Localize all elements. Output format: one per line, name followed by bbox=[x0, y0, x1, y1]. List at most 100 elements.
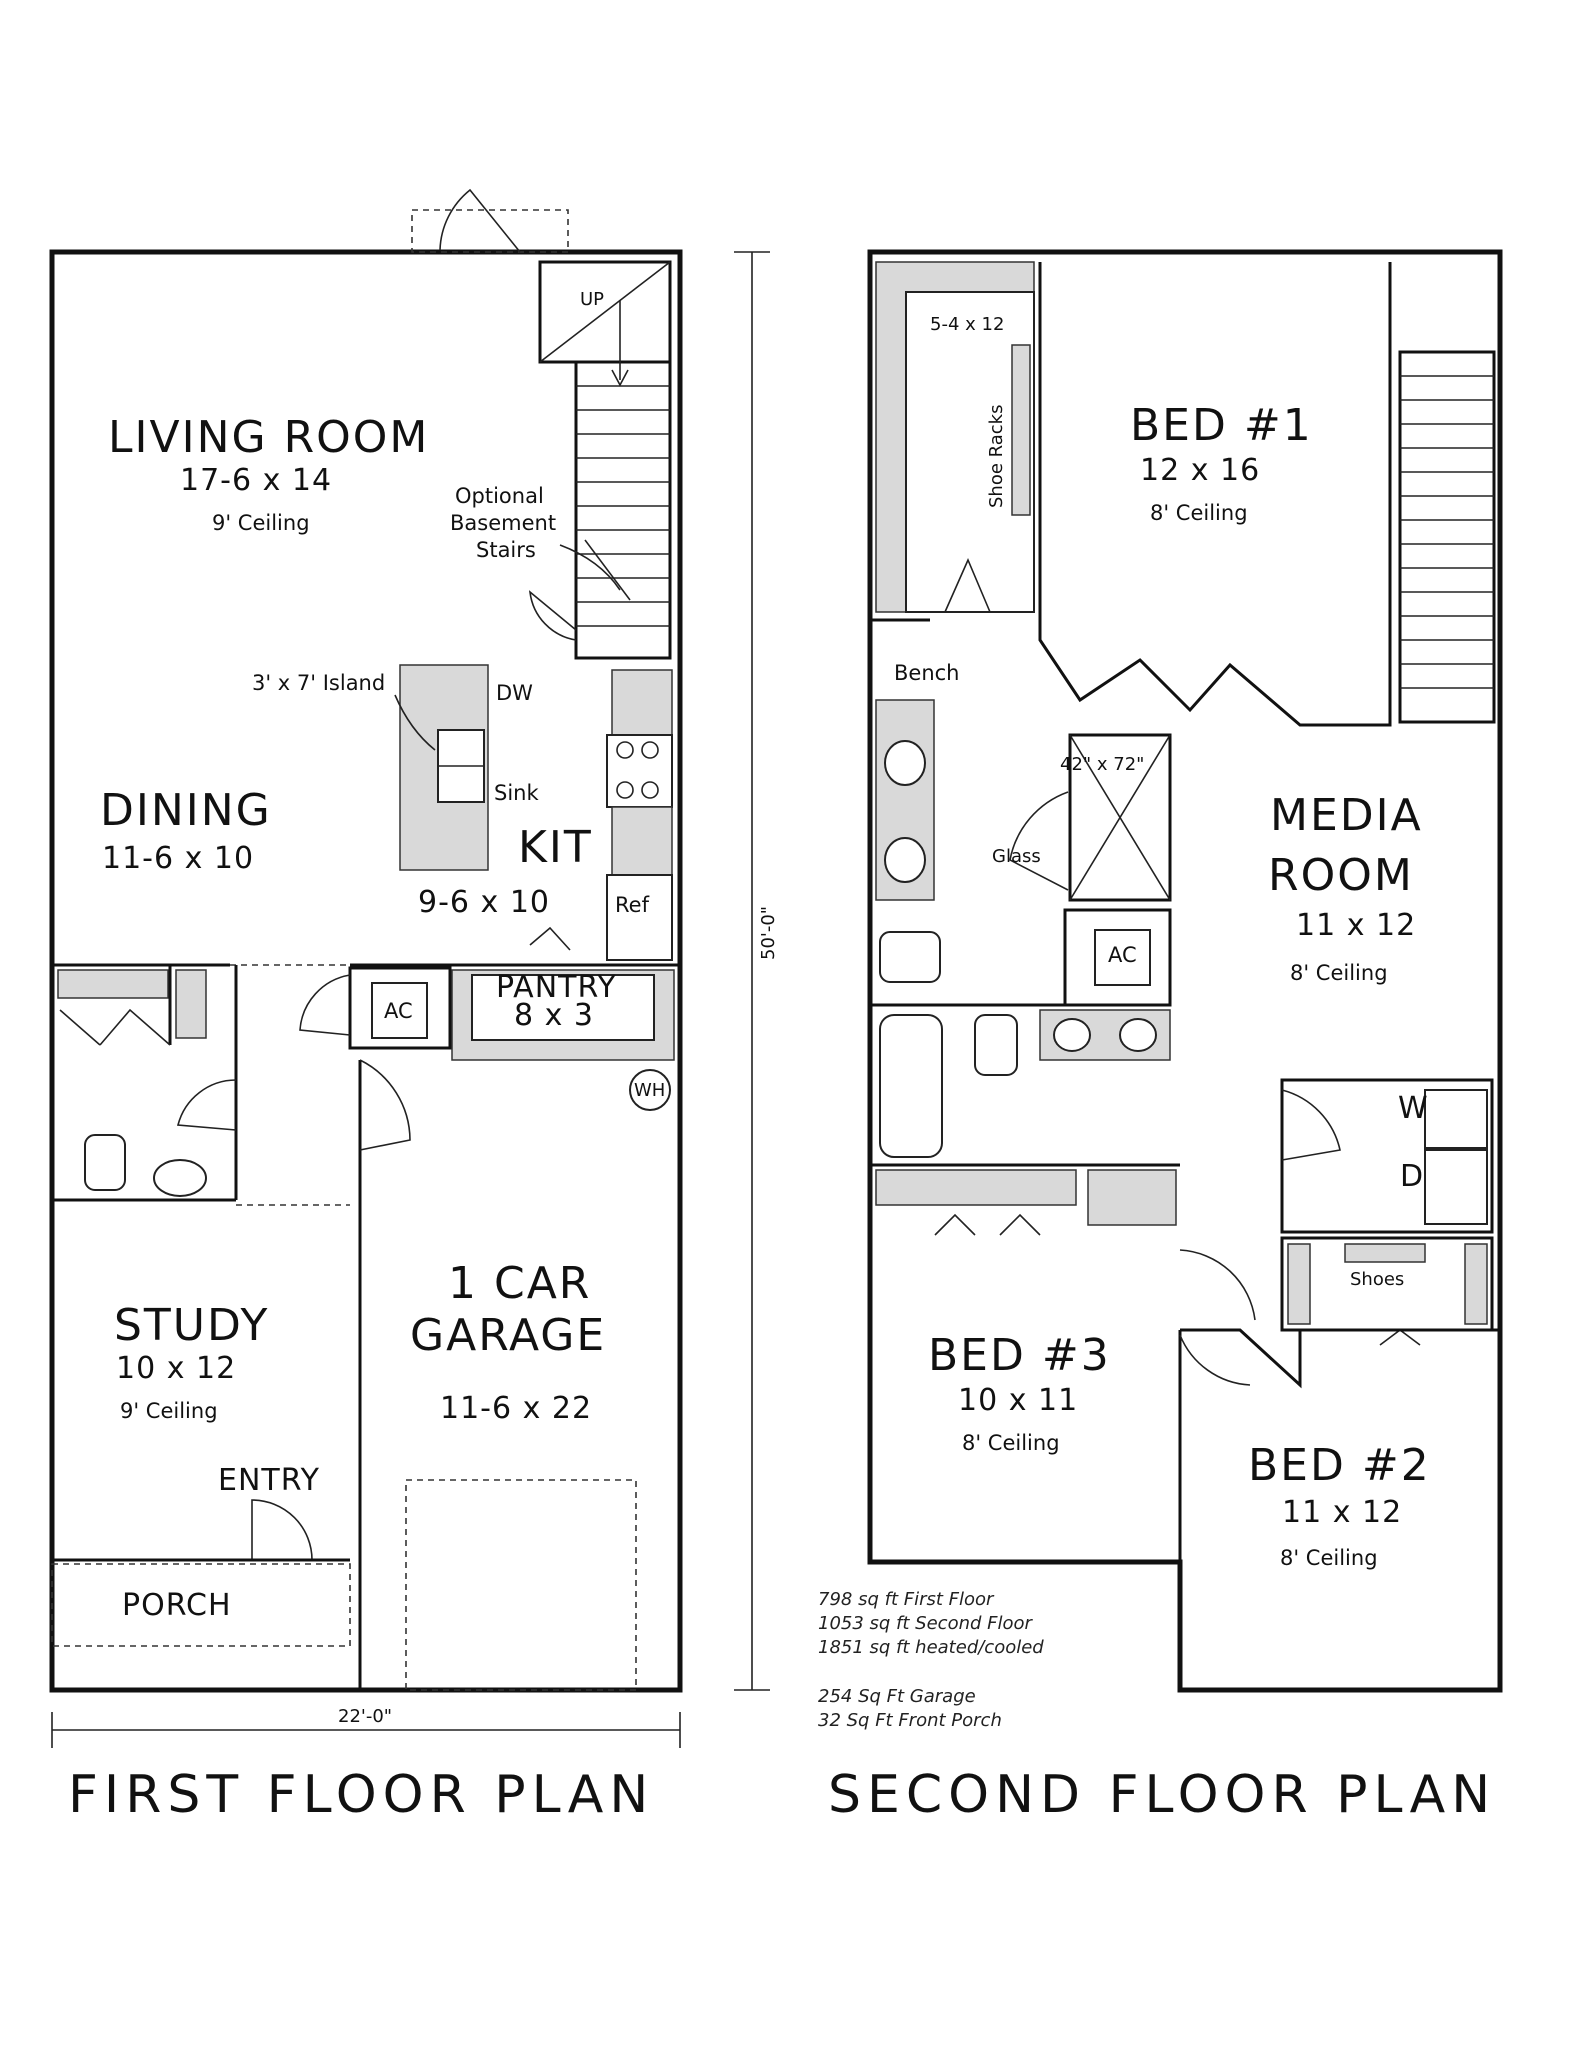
study-size: 10 x 12 bbox=[116, 1351, 236, 1386]
bed3-closet-shelf bbox=[875, 1169, 1077, 1206]
kitchen-counter-lower bbox=[611, 806, 673, 876]
ac-closet-second bbox=[1063, 908, 1172, 1007]
garage-size: 11-6 x 22 bbox=[440, 1391, 592, 1426]
media-name-line2: ROOM bbox=[1268, 850, 1414, 901]
first-floor-plan: UP Optional Basement Stairs Ref 3' x 7' … bbox=[49, 188, 779, 1825]
linen-closet bbox=[1087, 1169, 1177, 1226]
closet-shelf-center bbox=[175, 969, 207, 1039]
range bbox=[606, 734, 673, 808]
stat-second-floor: 1053 sq ft Second Floor bbox=[818, 1613, 1034, 1634]
water-heater bbox=[629, 1069, 671, 1111]
bath-sink-first bbox=[153, 1159, 207, 1197]
bed3-ceiling: 8' Ceiling bbox=[962, 1431, 1060, 1455]
ref-label: Ref bbox=[615, 893, 650, 917]
vanity-sink-2 bbox=[884, 837, 926, 883]
dining-size: 11-6 x 10 bbox=[102, 841, 254, 876]
stat-garage: 254 Sq Ft Garage bbox=[818, 1686, 976, 1707]
rear-stoop bbox=[411, 209, 569, 253]
bed1-name: BED #1 bbox=[1130, 400, 1313, 451]
garage-name-line1: 1 CAR bbox=[448, 1258, 591, 1309]
stat-first-floor: 798 sq ft First Floor bbox=[818, 1589, 995, 1610]
laundry-door-swing bbox=[1281, 1089, 1341, 1161]
ac-unit-first bbox=[371, 982, 428, 1039]
dryer-label: D bbox=[1400, 1159, 1424, 1194]
porch-label: PORCH bbox=[122, 1588, 232, 1623]
shoe-rack bbox=[1011, 344, 1031, 516]
stairs-up-label: UP bbox=[580, 289, 604, 310]
bed1-size: 12 x 16 bbox=[1140, 453, 1260, 488]
second-floor-outer-wall bbox=[867, 249, 1503, 1693]
bed1-walls bbox=[1038, 262, 1392, 727]
second-floor-title: SECOND FLOOR PLAN bbox=[828, 1765, 1496, 1825]
bed3-size: 10 x 11 bbox=[958, 1383, 1078, 1418]
closet-door-swing bbox=[59, 1008, 171, 1046]
bathtub bbox=[879, 1014, 943, 1158]
media-ceiling: 8' Ceiling bbox=[1290, 961, 1388, 985]
garage-name-line2: GARAGE bbox=[410, 1310, 606, 1361]
island-arrow bbox=[394, 694, 436, 751]
stair-run bbox=[574, 360, 672, 660]
ac-door-swing bbox=[299, 974, 351, 1036]
stairs-note-line2: Basement bbox=[450, 511, 556, 535]
closet-door-swing bbox=[944, 557, 991, 613]
shoes-label: Shoes bbox=[1350, 1269, 1404, 1290]
stairs-note-line3: Stairs bbox=[476, 538, 536, 562]
living-room-name: LIVING ROOM bbox=[108, 412, 429, 463]
pantry-size: 8 x 3 bbox=[514, 998, 594, 1033]
stat-porch: 32 Sq Ft Front Porch bbox=[818, 1710, 1002, 1731]
media-size: 11 x 12 bbox=[1296, 908, 1416, 943]
shower-size: 42" x 72" bbox=[1060, 754, 1144, 775]
first-floor-outer-wall bbox=[49, 249, 683, 1693]
living-room-size: 17-6 x 14 bbox=[180, 463, 332, 498]
entry-door-swing bbox=[251, 1499, 313, 1561]
stat-heated: 1851 sq ft heated/cooled bbox=[818, 1637, 1044, 1658]
ac-label-second: AC bbox=[1108, 943, 1137, 967]
bath-door-swing bbox=[176, 1079, 237, 1131]
garage-door-swing bbox=[359, 1059, 411, 1151]
ac-label-first: AC bbox=[384, 999, 413, 1023]
vanity-sink-1 bbox=[884, 740, 926, 786]
ac-closet bbox=[348, 966, 452, 1050]
shower-glass-swing bbox=[1009, 791, 1069, 891]
media-name-line1: MEDIA bbox=[1270, 790, 1423, 841]
first-floor-title: FIRST FLOOR PLAN bbox=[68, 1765, 654, 1825]
stairs-note-line1: Optional bbox=[455, 484, 544, 508]
bed2-ceiling: 8' Ceiling bbox=[1280, 1546, 1378, 1570]
water-heater-label: WH bbox=[634, 1080, 665, 1101]
washer-label: W bbox=[1398, 1091, 1429, 1126]
dining-name: DINING bbox=[100, 785, 272, 836]
laundry-room bbox=[1280, 1078, 1494, 1234]
basement-door-swing bbox=[528, 590, 577, 641]
shower-stall bbox=[1068, 733, 1172, 902]
closet-shelf-left bbox=[57, 969, 169, 999]
garage-door-opening bbox=[405, 1479, 637, 1691]
glass-label: Glass bbox=[992, 846, 1041, 867]
toilet-master bbox=[879, 931, 941, 983]
study-name: STUDY bbox=[114, 1300, 269, 1351]
second-floor-plan: 5-4 x 12 Shoe Racks BED #1 12 x 16 8' Ce… bbox=[818, 249, 1503, 1825]
closet-size: 5-4 x 12 bbox=[930, 314, 1004, 335]
upper-stair-run bbox=[1398, 350, 1496, 724]
pantry-floor bbox=[471, 974, 655, 1041]
dryer bbox=[1424, 1149, 1488, 1225]
porch-slab bbox=[51, 1563, 351, 1647]
washer bbox=[1424, 1089, 1488, 1149]
study-ceiling: 9' Ceiling bbox=[120, 1399, 218, 1423]
kitchen-name: KIT bbox=[518, 822, 593, 873]
bed3-closet-doors bbox=[934, 1213, 1041, 1236]
toilet-first bbox=[84, 1134, 126, 1191]
rear-door-swing bbox=[439, 188, 521, 253]
entry-label: ENTRY bbox=[218, 1463, 320, 1498]
bed3-name: BED #3 bbox=[928, 1330, 1111, 1381]
shoe-racks-label: Shoe Racks bbox=[986, 405, 1007, 508]
bed2-name: BED #2 bbox=[1248, 1440, 1431, 1491]
dw-label: DW bbox=[496, 681, 533, 705]
kitchen-size: 9-6 x 10 bbox=[418, 885, 550, 920]
island-label: 3' x 7' Island bbox=[252, 671, 385, 695]
bed2-door-swing bbox=[1179, 1334, 1251, 1386]
toilet-hall bbox=[974, 1014, 1018, 1076]
depth-dimension: 50'-0" bbox=[758, 906, 779, 960]
width-dimension: 22'-0" bbox=[338, 1706, 392, 1727]
refrigerator bbox=[606, 874, 673, 961]
